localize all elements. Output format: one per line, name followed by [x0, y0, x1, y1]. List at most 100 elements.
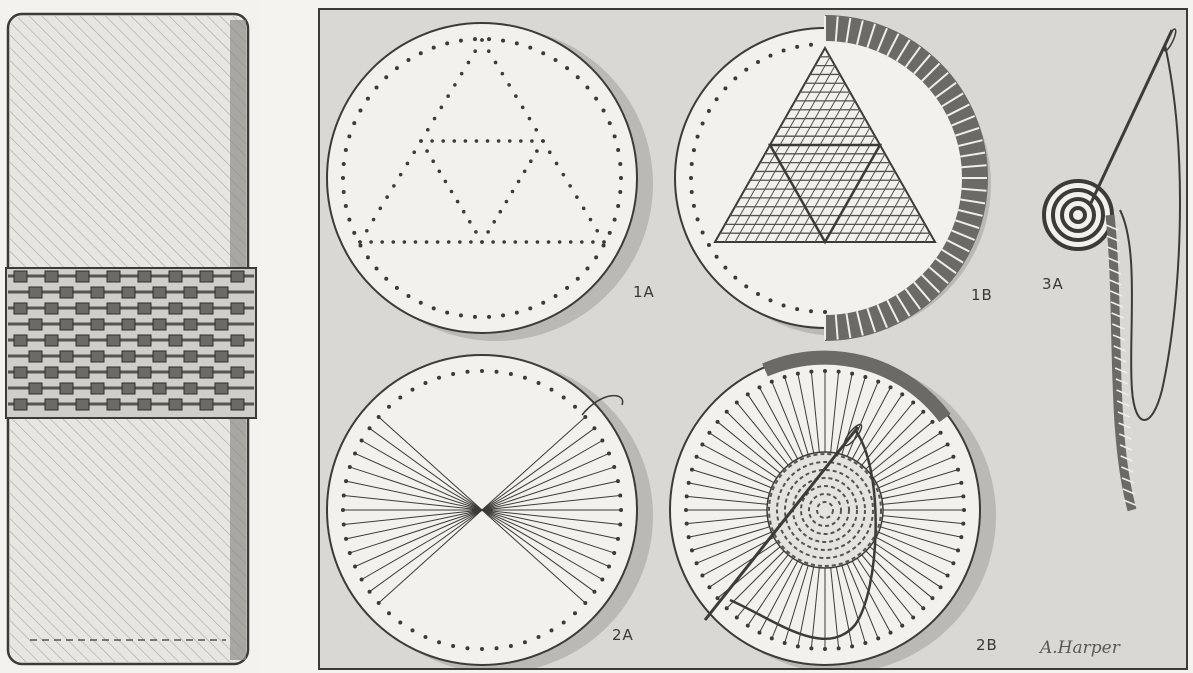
figure-1a-inner-hole [508, 139, 512, 143]
figure-2a-perimeter-hole [465, 646, 469, 650]
band-knot [45, 271, 58, 282]
band-knot [45, 303, 58, 314]
band-knot [184, 287, 197, 298]
figure-label-1a: 1A [633, 283, 655, 301]
figure-1a-triangle-hole [525, 240, 529, 244]
band-knot [45, 335, 58, 346]
figure-1a-triangle-hole [380, 240, 384, 244]
figure-1a-perimeter-hole [432, 306, 436, 310]
figure-1a-triangle-hole [568, 184, 572, 188]
figure-1a-inner-hole [475, 139, 479, 143]
figure-1a-triangle-hole [406, 162, 410, 166]
figure-1a-perimeter-hole [602, 243, 606, 247]
figure-1a-inner-hole [492, 220, 496, 224]
band-knot [14, 367, 27, 378]
band-knot [122, 319, 135, 330]
figure-1a-perimeter-hole [352, 231, 356, 235]
figure-1a-inner-hole [535, 149, 539, 153]
figure-1b-perimeter-hole [689, 176, 693, 180]
band-knot [14, 335, 27, 346]
figure-2a-perimeter-hole [509, 372, 513, 376]
figure-1a-perimeter-hole [445, 41, 449, 45]
band-knot [231, 367, 244, 378]
plate-drawing [320, 10, 1186, 668]
figure-1a-perimeter-hole [487, 315, 491, 319]
figure-1b-perimeter-hole [692, 148, 696, 152]
figure-label-3a: 3A [1042, 275, 1064, 293]
figure-1a-triangle-hole [491, 240, 495, 244]
band-knot [138, 303, 151, 314]
figure-1a-inner-hole [468, 220, 472, 224]
band-knot [60, 383, 73, 394]
band-knot [231, 335, 244, 346]
figure-1b-perimeter-hole [690, 162, 694, 166]
band-knot [29, 287, 42, 298]
band-knot [215, 383, 228, 394]
figure-1a-perimeter-hole [618, 190, 622, 194]
band-knot [76, 367, 89, 378]
band-knot [60, 351, 73, 362]
figure-1b-perimeter-hole [707, 109, 711, 113]
band-knot [91, 287, 104, 298]
figure-1a-inner-hole [497, 139, 501, 143]
figure-1a-perimeter-hole [384, 277, 388, 281]
figure-1a-perimeter-hole [473, 37, 477, 41]
figure-1b-perimeter-hole [701, 121, 705, 125]
figure-2a-perimeter-hole [509, 644, 513, 648]
figure-2a-perimeter-hole [451, 372, 455, 376]
figure-1a-perimeter-hole [594, 97, 598, 101]
figure-1a-perimeter-hole [419, 301, 423, 305]
figure-1a-triangle-hole [460, 72, 464, 76]
figure-1a-perimeter-hole [541, 51, 545, 55]
band-knot [231, 303, 244, 314]
figure-1a-triangle-hole [502, 240, 506, 244]
band-knot [107, 399, 120, 410]
figure-1a-triangle-hole [399, 173, 403, 177]
figure-2a-perimeter-hole [562, 396, 566, 400]
figure-2a-perimeter-hole [480, 647, 484, 651]
figure-2a-perimeter-hole [495, 646, 499, 650]
figure-1a-triangle-hole [453, 83, 457, 87]
figure-1a-perimeter-hole [358, 243, 362, 247]
band-knot [184, 319, 197, 330]
figure-label-2b: 2B [976, 636, 998, 654]
figure-1a-perimeter-hole [613, 134, 617, 138]
figure-1a-triangle-hole [569, 240, 573, 244]
figure-1a-triangle-hole [425, 240, 429, 244]
figure-1a-perimeter-hole [487, 37, 491, 41]
figure-1a-inner-hole [511, 190, 515, 194]
figure-2a-perimeter-hole [411, 388, 415, 392]
band-knot [14, 271, 27, 282]
band-knot [14, 303, 27, 314]
band-knot [45, 399, 58, 410]
figure-1a-triangle-hole [358, 240, 362, 244]
figure-1a-perimeter-hole [618, 162, 622, 166]
figure-2a-perimeter-hole [573, 405, 577, 409]
figure-2a-perimeter-hole [600, 439, 604, 443]
band-knot [200, 399, 213, 410]
figure-1a-inner-hole [519, 139, 523, 143]
artist-signature: A.Harper [1040, 638, 1120, 658]
figure-2a-perimeter-hole [550, 388, 554, 392]
figure-1a-triangle-hole [458, 240, 462, 244]
figure-1a-triangle-hole [528, 117, 532, 121]
figure-1a-inner-hole [425, 149, 429, 153]
figure-2a-perimeter-hole [423, 635, 427, 639]
figure-1a-disc [327, 23, 637, 333]
figure-1a-triangle-hole [426, 128, 430, 132]
figure-1a-triangle-hole [480, 38, 484, 42]
figure-1b-perimeter-hole [756, 292, 760, 296]
figure-1a-inner-hole [474, 230, 478, 234]
figure-1a-inner-hole [450, 190, 454, 194]
figure-1b-perimeter-hole [809, 309, 813, 313]
woven-case-drawing [0, 0, 262, 673]
band-knot [45, 367, 58, 378]
figure-2a-perimeter-hole [537, 381, 541, 385]
figure-1a-triangle-hole [534, 128, 538, 132]
band-knot [29, 351, 42, 362]
figure-1a-triangle-hole [412, 150, 416, 154]
figure-1a-triangle-hole [580, 240, 584, 244]
figure-1a-triangle-hole [403, 240, 407, 244]
figure-1a-perimeter-hole [576, 277, 580, 281]
figure-1a-perimeter-hole [616, 148, 620, 152]
